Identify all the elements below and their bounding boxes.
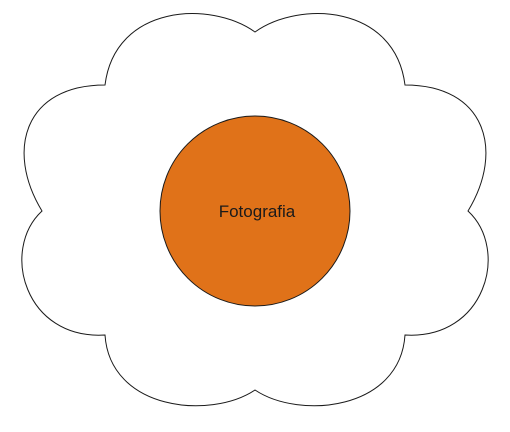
center-circle (159, 115, 351, 307)
center-label: Fotografia (219, 202, 296, 221)
